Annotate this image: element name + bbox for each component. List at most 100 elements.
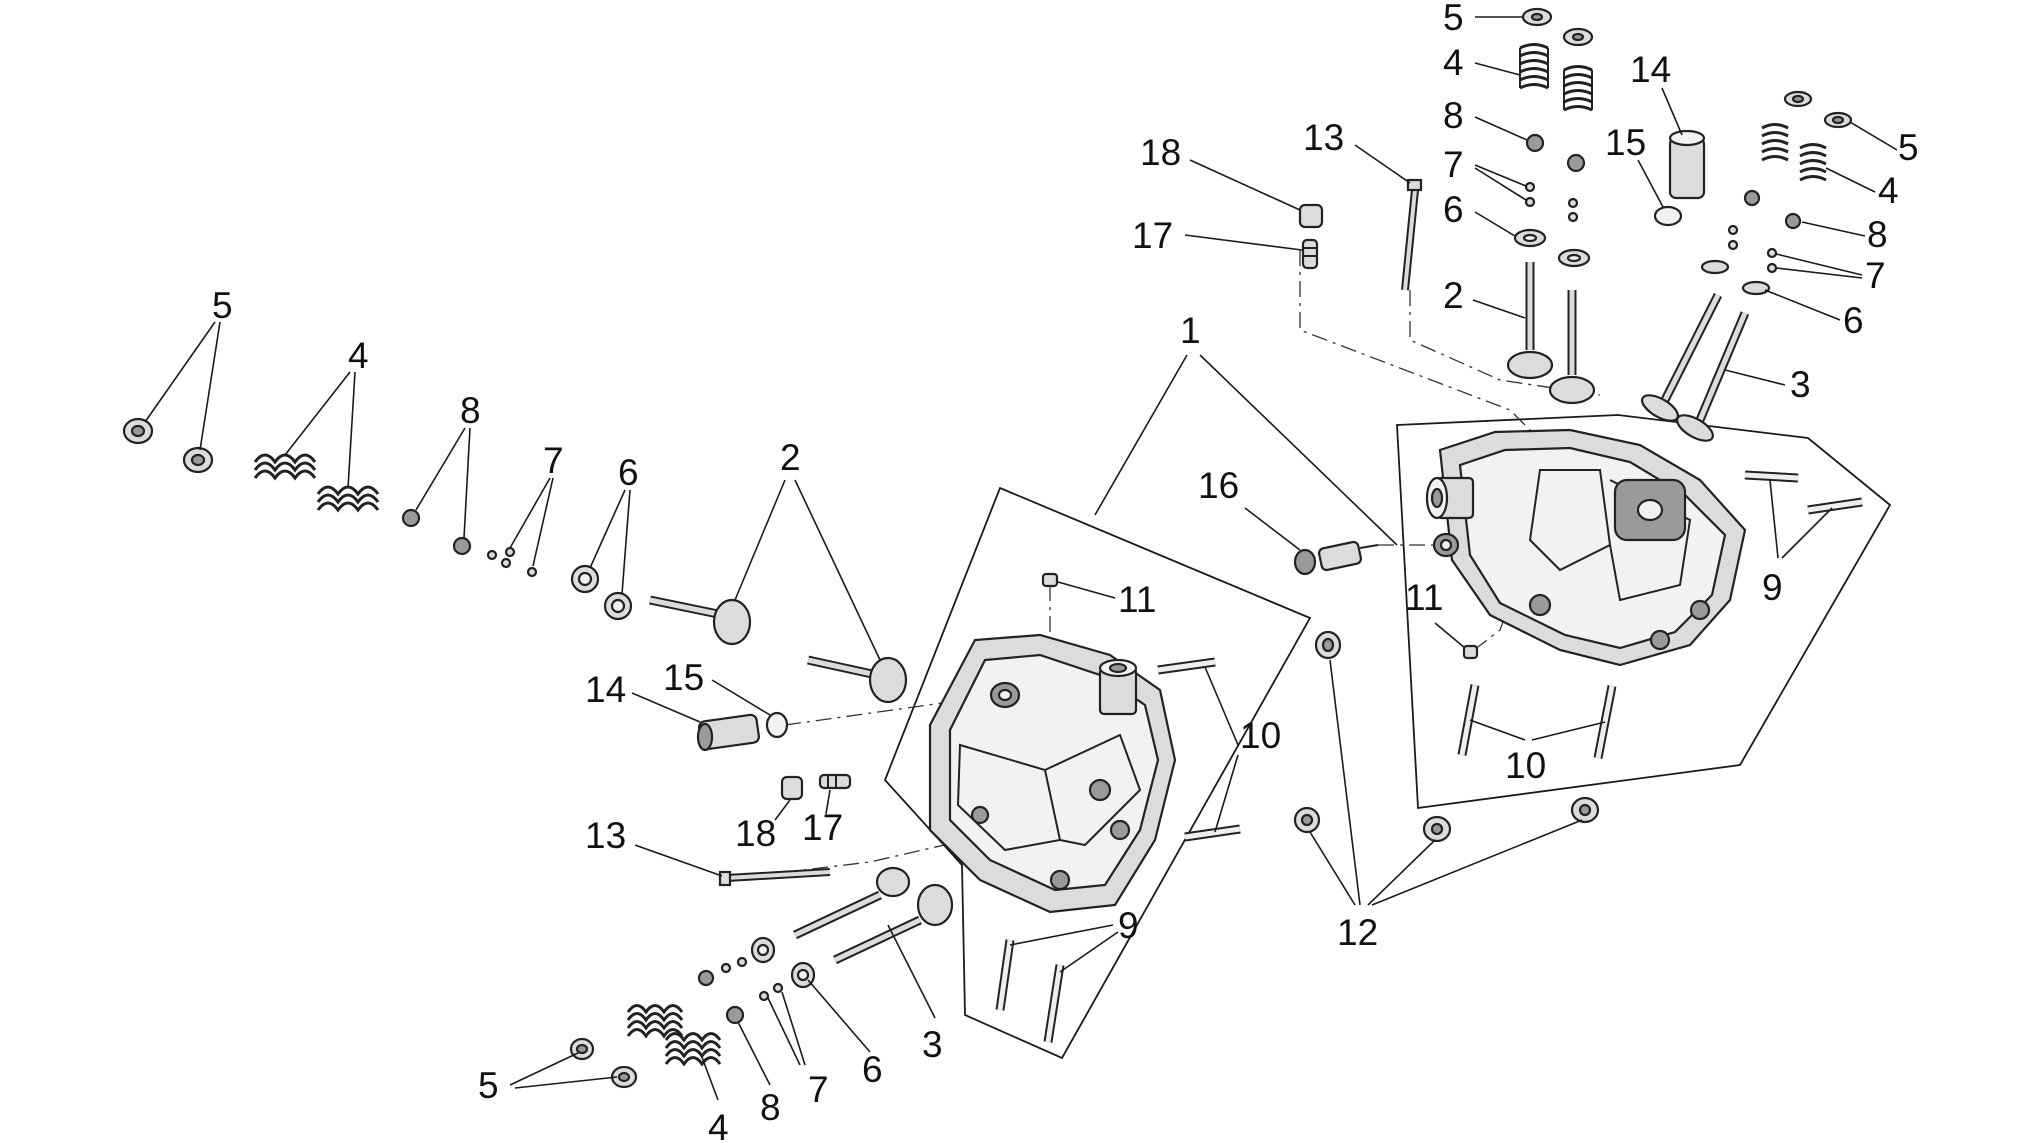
leader-14-right: [1661, 87, 1683, 136]
plug-cap-left: [780, 775, 804, 801]
valve-keeper-left-f: [720, 962, 732, 974]
valve-spring-cap-right-d: [1823, 111, 1853, 129]
leader-8-right-b: [1801, 221, 1866, 237]
valve-keeper-right-a: [1524, 181, 1536, 193]
valve-spring-left-d: [664, 1032, 722, 1067]
valve-spring-cap-left-d: [610, 1065, 638, 1089]
valve-spring-cap-right-c: [1783, 90, 1813, 108]
valve-spring-left-c: [626, 1004, 684, 1039]
leader-5-left-d: [514, 1076, 618, 1089]
leader-8-left-c: [737, 1021, 771, 1086]
valve-keeper-right-h: [1766, 262, 1778, 274]
leader-12-d: [1371, 819, 1583, 906]
dowel-rod-right-a: [1744, 470, 1799, 483]
dowel-rod-left-b: [1043, 964, 1065, 1043]
guide-tube-left: [696, 713, 760, 752]
leader-13-right: [1354, 144, 1411, 184]
callout-9-right: 9: [1762, 567, 1783, 608]
threaded-nipple-right: [1301, 238, 1319, 270]
valve-keeper-right-b: [1524, 196, 1536, 208]
leader-10-right-b: [1531, 721, 1606, 741]
leader-4-left-b: [347, 371, 356, 489]
callout-7-left-upper: 7: [543, 440, 564, 481]
leader-4-left-c: [699, 1051, 719, 1101]
callout-5-left-upper: 5: [212, 285, 233, 326]
exhaust-valve-right-b: [1676, 311, 1750, 442]
valve-keeper-left-h: [758, 990, 770, 1002]
leader-7-right-c: [1775, 253, 1863, 276]
o-ring-right: [1653, 205, 1683, 227]
spring-washer-right-c: [1700, 259, 1730, 275]
plug-cap-right: [1298, 203, 1324, 229]
leader-5-right-b: [1849, 121, 1898, 151]
callout-13-right: 13: [1303, 117, 1344, 158]
valve-spring-left-b: [316, 485, 380, 513]
leader-4-right-a: [1474, 62, 1521, 76]
valve-keeper-left-a: [486, 549, 498, 561]
callout-14-right: 14: [1630, 49, 1671, 90]
leader-17-right: [1184, 234, 1303, 251]
callout-11-right: 11: [1405, 577, 1443, 618]
valve-keeper-right-c: [1567, 197, 1579, 209]
leader-3-right: [1724, 369, 1786, 386]
intake-valve-left-b: [807, 655, 908, 704]
cylinder-head-right: [1425, 428, 1747, 667]
leader-6-left-c: [807, 979, 871, 1053]
axis-right-dowel: [1473, 589, 1516, 651]
callout-9-left: 9: [1118, 905, 1139, 946]
leader-6-left-b: [621, 489, 631, 595]
callout-5-left-lower: 5: [478, 1065, 499, 1106]
valve-seal-left-d: [725, 1005, 745, 1025]
leader-13-left: [634, 844, 723, 877]
flange-nut-c: [1422, 815, 1452, 843]
valve-spring-cap-right-b: [1562, 27, 1594, 47]
leader-8-right-a: [1474, 116, 1528, 141]
callout-17-right: 17: [1132, 215, 1173, 256]
valve-seal-right-a: [1525, 133, 1545, 153]
callout-7-right-lower: 7: [1865, 255, 1886, 296]
leader-4-left-a: [284, 371, 351, 456]
leader-7-left-a: [509, 477, 551, 549]
leader-7-left-b: [532, 477, 554, 567]
callout-17-left: 17: [802, 807, 843, 848]
callout-8-left-lower: 8: [760, 1087, 781, 1128]
callout-13-left: 13: [585, 815, 626, 856]
callout-8-left-upper: 8: [460, 390, 481, 431]
leader-10-left-b: [1214, 754, 1239, 833]
valve-spring-right-c: [1761, 123, 1789, 162]
intake-valve-left-a: [649, 595, 752, 646]
leader-12-a: [1329, 659, 1361, 906]
callout-8-right-lower: 8: [1867, 214, 1888, 255]
dowel-rod-left-a: [995, 939, 1015, 1011]
valve-keeper-left-b: [500, 557, 512, 569]
valve-seal-left-b: [452, 536, 472, 556]
leader-2-left-a: [734, 479, 786, 601]
left-cylinder-head-frame: [883, 486, 1312, 1060]
leader-7-left-c: [767, 997, 801, 1066]
spark-plug-boss-left: [1098, 658, 1138, 716]
callout-5-right-upper: 5: [1443, 0, 1464, 38]
leader-9-left-a: [1009, 924, 1114, 946]
valve-spring-cap-left-b: [182, 446, 214, 474]
exhaust-valve-left-b: [833, 883, 954, 965]
leader-16: [1244, 507, 1301, 551]
intake-valve-right-b: [1548, 290, 1596, 405]
callout-4-right-upper: 4: [1443, 42, 1464, 83]
spring-washer-right-b: [1557, 248, 1591, 268]
callout-12: 12: [1337, 912, 1378, 953]
valve-keeper-left-g: [772, 982, 784, 994]
stud-pin-right-a: [1457, 684, 1480, 756]
leader-15-left: [711, 679, 771, 716]
leader-2-left-b: [794, 479, 881, 661]
leader-11-right: [1434, 622, 1466, 649]
leader-14-left: [631, 692, 701, 723]
leader-6-right-b: [1764, 289, 1841, 321]
valve-spring-cap-left-a: [122, 417, 154, 445]
leader-10-right-a: [1469, 719, 1526, 741]
leader-17-left: [825, 789, 831, 815]
valve-seal-right-d: [1784, 212, 1802, 230]
leader-8-left-b: [463, 427, 471, 539]
valve-keeper-right-f: [1727, 239, 1739, 251]
right-cylinder-head-frame: [1396, 414, 1892, 810]
